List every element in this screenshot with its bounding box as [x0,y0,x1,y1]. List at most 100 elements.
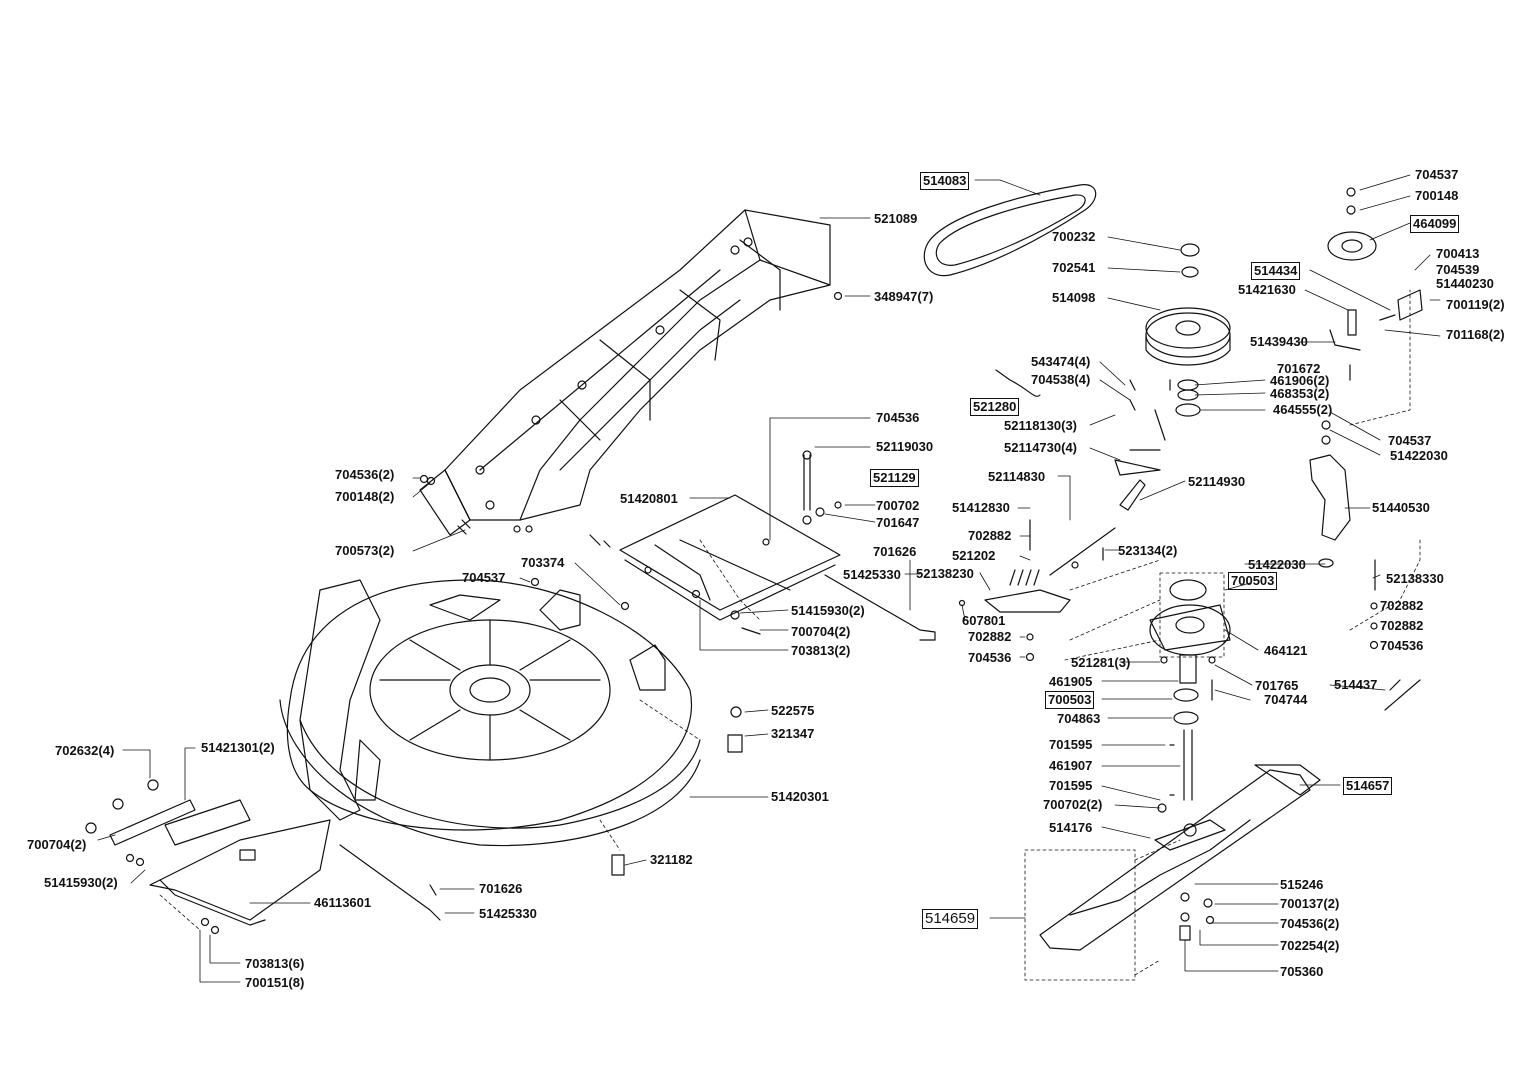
part-label-461907[interactable]: 461907 [1049,758,1093,773]
part-label-700119[interactable]: 700119(2) [1446,297,1505,312]
part-label-704537-b[interactable]: 704537 [1388,433,1432,448]
part-label-521281[interactable]: 521281(3) [1071,655,1131,670]
part-label-321182[interactable]: 321182 [650,852,693,867]
part-label-700704-b[interactable]: 700704(2) [27,837,87,852]
part-label-321347[interactable]: 321347 [771,726,815,741]
part-label-51412830[interactable]: 51412830 [952,500,1010,515]
part-label-52138230[interactable]: 52138230 [916,566,974,581]
part-label-514098[interactable]: 514098 [1052,290,1096,305]
part-label-701595-b[interactable]: 701595 [1049,778,1093,793]
part-label-704537[interactable]: 704537 [1415,167,1459,182]
part-label-522575[interactable]: 522575 [771,703,815,718]
part-label-51422030-b[interactable]: 51422030 [1248,557,1306,572]
part-label-704538[interactable]: 704538(4) [1031,372,1091,387]
part-label-700151[interactable]: 700151(8) [245,975,305,990]
part-label-702882-c[interactable]: 702882 [1380,618,1424,633]
part-label-514434[interactable]: 514434 [1251,262,1301,280]
left-bracket-drawing [85,779,331,935]
part-label-523134[interactable]: 523134(2) [1118,543,1178,558]
part-label-51422030[interactable]: 51422030 [1390,448,1448,463]
part-label-52114830[interactable]: 52114830 [988,469,1046,484]
part-label-521129[interactable]: 521129 [870,469,919,487]
part-label-51420801[interactable]: 51420801 [620,491,678,506]
mower-deck-drawing [279,579,701,847]
part-label-704536[interactable]: 704536 [876,410,920,425]
part-label-701168[interactable]: 701168(2) [1446,327,1505,342]
part-label-702882-d[interactable]: 702882 [968,629,1012,644]
part-label-515246[interactable]: 515246 [1280,877,1324,892]
part-label-51440230[interactable]: 51440230 [1436,276,1494,291]
part-label-704744[interactable]: 704744 [1264,692,1308,707]
part-label-703813-b[interactable]: 703813(6) [245,956,305,971]
part-label-700148-2[interactable]: 700148(2) [335,489,395,504]
part-label-52114730[interactable]: 52114730(4) [1004,440,1078,455]
part-label-702632[interactable]: 702632(4) [55,743,115,758]
part-label-51420301[interactable]: 51420301 [771,789,829,804]
part-label-704536-2[interactable]: 704536(2) [335,467,395,482]
part-label-700148[interactable]: 700148 [1415,188,1459,203]
leader-lines [97,174,1441,983]
part-label-700704[interactable]: 700704(2) [791,624,851,639]
part-label-52114930[interactable]: 52114930 [1188,474,1246,489]
part-label-52119030[interactable]: 52119030 [876,439,934,454]
part-label-461905[interactable]: 461905 [1049,674,1093,689]
part-label-703374[interactable]: 703374 [521,555,565,570]
part-label-52118130[interactable]: 52118130(3) [1004,418,1078,433]
part-label-514659[interactable]: 514659 [922,909,979,929]
part-label-348947[interactable]: 348947(7) [874,289,934,304]
part-label-461906[interactable]: 461906(2) [1270,373,1330,388]
part-label-701672[interactable]: 701672 [1277,361,1321,376]
part-label-52138330[interactable]: 52138330 [1386,571,1444,586]
part-label-701595[interactable]: 701595 [1049,737,1093,752]
part-label-514176[interactable]: 514176 [1049,820,1093,835]
part-label-702882[interactable]: 702882 [968,528,1012,543]
part-label-701626-b[interactable]: 701626 [479,881,523,896]
part-label-702882-b[interactable]: 702882 [1380,598,1424,613]
part-label-464555[interactable]: 464555(2) [1273,402,1333,417]
part-label-703813[interactable]: 703813(2) [791,643,851,658]
part-label-514083[interactable]: 514083 [920,172,970,190]
part-label-700702[interactable]: 700702 [876,498,920,513]
part-label-514437[interactable]: 514437 [1334,677,1378,692]
part-label-51425330-b[interactable]: 51425330 [479,906,537,921]
part-label-700503-b[interactable]: 700503 [1045,691,1095,709]
part-label-704536-d[interactable]: 704536 [968,650,1012,665]
part-label-705360[interactable]: 705360 [1280,964,1324,979]
part-label-464099[interactable]: 464099 [1410,215,1460,233]
part-label-468353[interactable]: 468353(2) [1270,386,1330,401]
part-label-700137[interactable]: 700137(2) [1280,896,1340,911]
part-label-704537-c[interactable]: 704537 [462,570,506,585]
part-label-701647[interactable]: 701647 [876,515,920,530]
dashed-boxes [159,289,1421,981]
part-label-700413[interactable]: 700413 [1436,246,1480,261]
chute-hardware [419,291,843,535]
part-label-704536-c[interactable]: 704536 [1380,638,1424,653]
part-label-46113601[interactable]: 46113601 [314,895,372,910]
part-label-607801[interactable]: 607801 [962,613,1006,628]
part-label-702254[interactable]: 702254(2) [1280,938,1340,953]
part-label-51415930-b[interactable]: 51415930(2) [44,875,118,890]
part-label-51440530[interactable]: 51440530 [1372,500,1430,515]
part-label-51439430[interactable]: 51439430 [1250,334,1308,349]
part-label-700503[interactable]: 700503 [1228,572,1278,590]
part-label-700573[interactable]: 700573(2) [335,543,395,558]
part-label-700702-b[interactable]: 700702(2) [1043,797,1103,812]
part-label-543474[interactable]: 543474(4) [1031,354,1091,369]
part-label-701765[interactable]: 701765 [1255,678,1299,693]
part-label-51425330[interactable]: 51425330 [843,567,901,582]
part-label-51421630[interactable]: 51421630 [1238,282,1296,297]
part-label-51415930[interactable]: 51415930(2) [791,603,865,618]
part-label-704863[interactable]: 704863 [1057,711,1101,726]
part-label-701626[interactable]: 701626 [873,544,917,559]
deck-frame-drawing [589,450,936,641]
part-label-464121[interactable]: 464121 [1264,643,1308,658]
part-label-704539[interactable]: 704539 [1436,262,1480,277]
part-label-521202[interactable]: 521202 [952,548,996,563]
part-label-700232[interactable]: 700232 [1052,229,1096,244]
part-label-521280[interactable]: 521280 [970,398,1020,416]
part-label-704536-e[interactable]: 704536(2) [1280,916,1340,931]
part-label-521089[interactable]: 521089 [874,211,918,226]
part-label-702541[interactable]: 702541 [1052,260,1096,275]
part-label-514657[interactable]: 514657 [1343,777,1393,795]
part-label-51421301[interactable]: 51421301(2) [201,740,275,755]
